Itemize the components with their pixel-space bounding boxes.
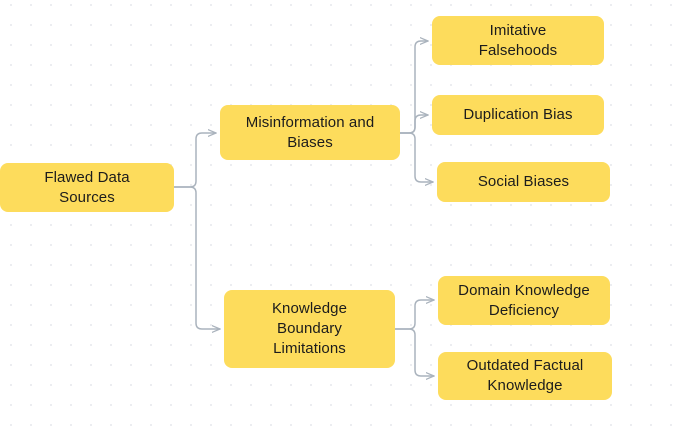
edge-misinformation-to-social-biases (399, 132, 434, 182)
node-flawed-data-sources[interactable]: Flawed Data Sources (0, 163, 174, 212)
edge-knowledge-boundary-to-outdated-knowledge (394, 328, 435, 376)
edge-knowledge-boundary-to-domain-knowledge (394, 300, 435, 330)
node-social-biases[interactable]: Social Biases (437, 162, 610, 202)
node-outdated-factual-knowledge[interactable]: Outdated Factual Knowledge (438, 352, 612, 400)
edge-misinformation-to-duplication-bias (399, 115, 429, 134)
node-misinformation-and-biases[interactable]: Misinformation and Biases (220, 105, 400, 160)
node-imitative-falsehoods[interactable]: Imitative Falsehoods (432, 16, 604, 65)
edge-root-to-knowledge-boundary (173, 186, 221, 329)
edge-root-to-misinformation (173, 133, 217, 188)
node-knowledge-boundary-limitations[interactable]: Knowledge Boundary Limitations (224, 290, 395, 368)
node-duplication-bias[interactable]: Duplication Bias (432, 95, 604, 135)
edge-misinformation-to-imitative-falsehoods (399, 41, 429, 134)
node-domain-knowledge-deficiency[interactable]: Domain Knowledge Deficiency (438, 276, 610, 325)
